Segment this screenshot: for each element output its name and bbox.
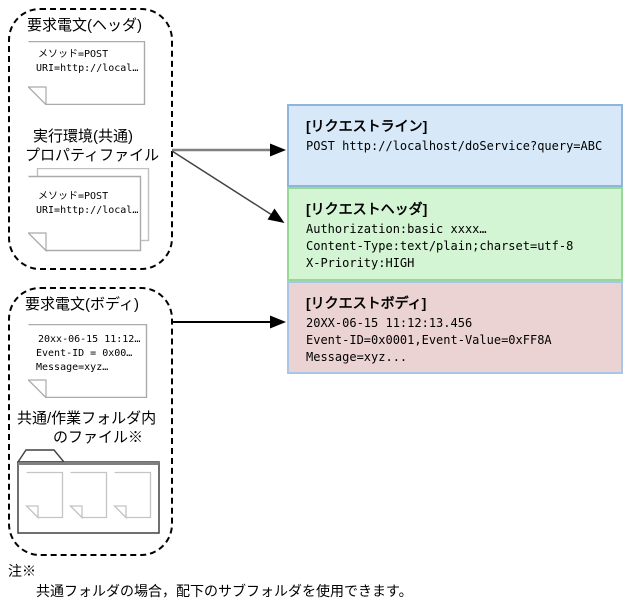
note3-line2: Event-ID = 0x00… — [36, 348, 133, 359]
property-file-label-line2: プロパティファイル — [25, 147, 160, 164]
group-request-header-sources — [8, 8, 173, 270]
request-line-box: [リクエストライン] POST http://localhost/doServi… — [287, 104, 623, 187]
group-title-request-header: 要求電文(ヘッダ) — [27, 17, 142, 34]
note3-line3: Message=xyz… — [36, 362, 109, 373]
group-request-body-sources — [8, 287, 173, 556]
footnote-text: 共通フォルダの場合，配下のサブフォルダを使用できます。 — [36, 583, 413, 599]
document-icon — [28, 324, 148, 398]
note1-line1: メソッド=POST — [38, 49, 109, 60]
request-header-title: [リクエストヘッダ] — [306, 201, 428, 217]
stacked-documents-icon — [28, 168, 150, 252]
request-header-line1: Authorization:basic xxxx… — [306, 222, 487, 236]
request-body-title: [リクエストボディ] — [306, 295, 427, 311]
folder-label-line2: のファイル※ — [53, 429, 144, 446]
request-body-line2: Event-ID=0x0001,Event-Value=0xFF8A — [306, 333, 552, 347]
note2-line1: メソッド=POST — [38, 191, 109, 202]
request-body-line3: Message=xyz... — [306, 350, 408, 364]
note2-line2: URI=http://local… — [36, 205, 139, 216]
note1-line2: URI=http://local… — [36, 63, 139, 74]
note3-line1: 20xx-06-15 11:12… — [38, 334, 141, 345]
property-file-label-line1: 実行環境(共通) — [33, 128, 133, 145]
request-body-line1: 20XX-06-15 11:12:13.456 — [306, 316, 473, 330]
folder-icon — [16, 449, 160, 534]
request-header-line2: Content-Type:text/plain;charset=utf-8 — [306, 239, 574, 253]
document-icon — [28, 41, 146, 105]
folder-label-line1: 共通/作業フォルダ内 — [17, 410, 157, 427]
group-title-request-body: 要求電文(ボディ) — [25, 296, 139, 313]
request-header-line3: X-Priority:HIGH — [306, 256, 415, 270]
request-line-text: POST http://localhost/doService?query=AB… — [306, 139, 603, 153]
footnote-marker: 注※ — [8, 563, 36, 579]
request-body-box: [リクエストボディ] 20XX-06-15 11:12:13.456 Event… — [287, 281, 623, 374]
request-header-box: [リクエストヘッダ] Authorization:basic xxxx… Con… — [287, 187, 623, 281]
request-line-title: [リクエストライン] — [306, 118, 428, 134]
